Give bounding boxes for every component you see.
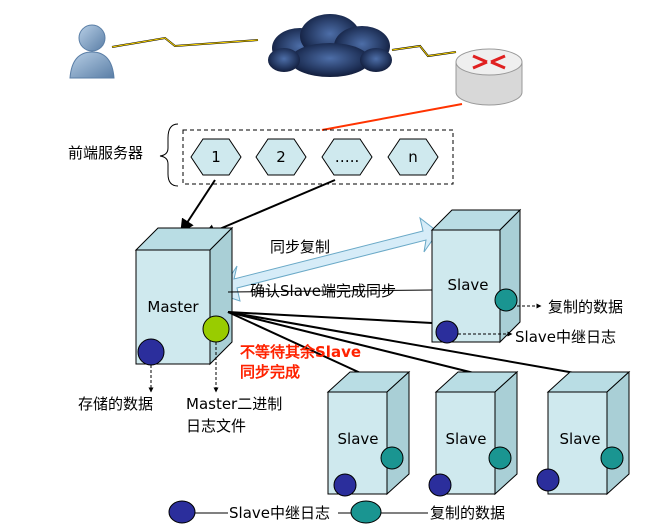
stored-data-label: 存储的数据 — [78, 395, 154, 413]
legend-replicated-data-dot — [350, 500, 382, 524]
svg-text:1: 1 — [211, 148, 221, 166]
svg-text:Slave: Slave — [560, 430, 601, 448]
svg-text:2: 2 — [276, 148, 286, 166]
sync-slave-server: Slave — [430, 208, 522, 344]
cloud-icon — [268, 14, 392, 77]
master-label: Master — [147, 298, 199, 316]
master-to-sync-slave-line — [227, 311, 433, 324]
master-to-slave-2-line — [227, 311, 479, 375]
svg-text:Slave: Slave — [338, 430, 379, 448]
sync-slave-label: Slave — [448, 276, 489, 294]
frontend-to-master-arrow-2 — [201, 179, 336, 238]
frontend-brace — [159, 123, 179, 187]
master-to-slave-3-line — [227, 311, 593, 377]
sync-replication-label: 同步复制 — [270, 238, 331, 256]
async-slave-2: Slave — [428, 370, 519, 497]
replicated-data-label: 复制的数据 — [548, 298, 624, 316]
sync-slave-replicated-dot — [494, 288, 518, 312]
legend-replicated-data-label: 复制的数据 — [430, 504, 506, 522]
async-slave-1: Slave — [326, 370, 411, 497]
svg-text:Slave: Slave — [446, 430, 487, 448]
frontend-node-1: 1 — [190, 138, 242, 176]
slave-relay-log-label: Slave中继日志 — [515, 328, 616, 346]
master-binlog-dot — [202, 315, 230, 343]
master-binlog-label-line1: Master二进制 — [186, 395, 283, 413]
router-to-frontend-link — [321, 103, 463, 131]
no-wait-note-line1: 不等待其余Slave — [240, 343, 362, 361]
frontend-node-2: 2 — [255, 138, 307, 176]
lightning-link-right — [391, 44, 457, 58]
legend — [168, 500, 428, 524]
confirm-sync-line — [227, 289, 433, 293]
lightning-link-left — [111, 36, 259, 48]
sync-slave-relay-dot — [435, 320, 459, 344]
master-server: Master — [134, 226, 234, 366]
legend-relay-log-label: Slave中继日志 — [229, 504, 330, 522]
frontend-to-master-arrow-1 — [180, 179, 216, 234]
svg-text:n: n — [408, 148, 418, 166]
no-wait-note-line2: 同步完成 — [240, 363, 301, 381]
master-to-slave-1-line — [227, 311, 368, 377]
frontend-node-n: n — [387, 138, 439, 176]
legend-relay-log-dot — [168, 500, 196, 524]
router-icon — [455, 48, 523, 106]
master-stored-data-dot — [137, 338, 165, 366]
confirm-slave-sync-label: 确认Slave端完成同步 — [250, 282, 396, 300]
svg-text:…..: ….. — [335, 148, 360, 166]
frontend-servers-label: 前端服务器 — [68, 144, 144, 162]
user-icon — [69, 24, 115, 79]
frontend-group-box — [182, 129, 454, 185]
async-slave-3: Slave — [536, 370, 631, 496]
frontend-node-ellipsis: ….. — [321, 138, 373, 176]
master-binlog-label-line2: 日志文件 — [186, 417, 247, 435]
